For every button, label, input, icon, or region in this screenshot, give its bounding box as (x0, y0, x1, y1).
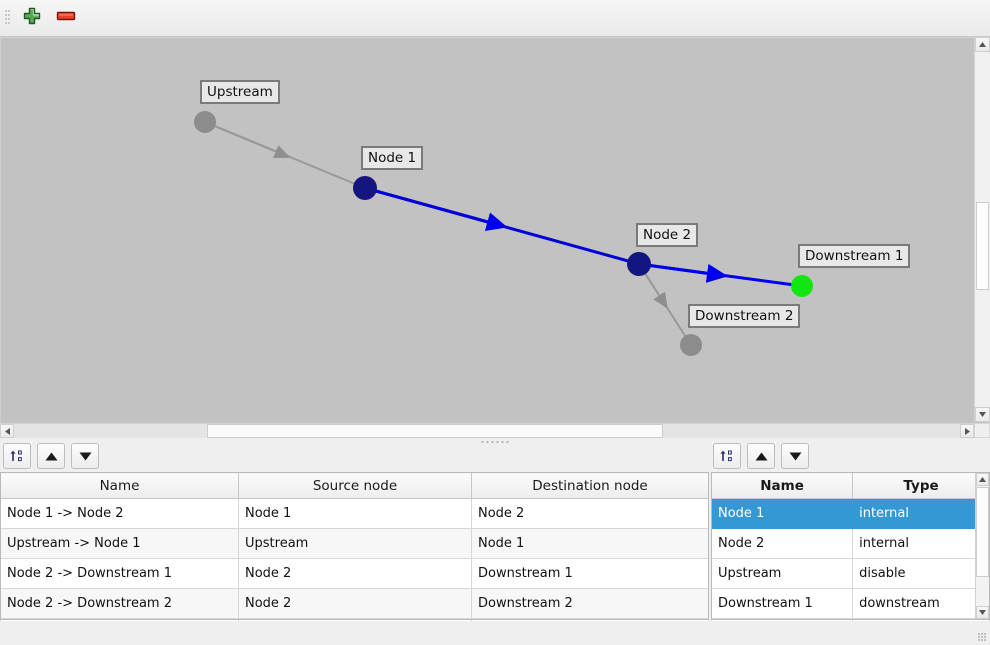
sort-icon (720, 450, 732, 462)
canvas-horizontal-scroll-thumb[interactable] (207, 424, 663, 438)
node-label-upstream[interactable]: Upstream (200, 80, 280, 104)
nodes-table[interactable]: Name Type Node 1 internal Node 2 interna… (710, 472, 990, 634)
nodes-sort-button[interactable] (713, 443, 741, 469)
node-label-node2[interactable]: Node 2 (636, 223, 699, 247)
canvas-vertical-scrollbar[interactable] (974, 37, 990, 422)
edges-table-header-row: Name Source node Destination node (0, 472, 709, 499)
edge-destination: Downstream 1 (471, 558, 709, 589)
nodes-table-header-row: Name Type (710, 472, 990, 499)
scroll-down-button[interactable] (975, 407, 990, 422)
node-name: Downstream 1 (710, 588, 854, 619)
node-label-downstream2[interactable]: Downstream 2 (688, 304, 801, 328)
graph-edges (204, 121, 803, 346)
edges-toolbar (3, 443, 99, 469)
splitter-handle[interactable] (0, 438, 990, 445)
edges-column-source[interactable]: Source node (238, 472, 472, 499)
resize-grip-icon[interactable] (978, 633, 987, 642)
node-name: Node 1 (710, 498, 854, 529)
edge-name: Node 2 -> Downstream 2 (0, 588, 239, 619)
node-upstream (194, 111, 216, 133)
splitter-grip (481, 441, 509, 443)
edge-source: Node 2 (238, 558, 472, 589)
graph-svg (194, 111, 813, 356)
nodes-column-name[interactable]: Name (710, 472, 854, 499)
node-type: internal (852, 498, 990, 529)
caret-left-icon (4, 427, 10, 435)
nodes-table-panel: Name Type Node 1 internal Node 2 interna… (710, 472, 990, 634)
scroll-left-button[interactable] (0, 424, 14, 438)
scroll-right-button[interactable] (960, 424, 974, 438)
scroll-down-button[interactable] (976, 606, 989, 619)
status-bar (0, 621, 990, 645)
edge-destination: Node 2 (471, 498, 709, 529)
caret-down-icon (979, 610, 986, 615)
edges-move-up-button[interactable] (37, 443, 65, 469)
canvas-vertical-scroll-thumb[interactable] (976, 202, 989, 290)
node-node1 (353, 176, 377, 200)
edge-upstream-node1-arrow (204, 121, 291, 158)
scroll-up-button[interactable] (976, 473, 989, 486)
minus-icon (55, 6, 77, 30)
arrow-up-icon (45, 452, 57, 460)
nodes-move-up-button[interactable] (747, 443, 775, 469)
scroll-up-button[interactable] (975, 37, 990, 52)
edge-name: Node 2 -> Downstream 1 (0, 558, 239, 589)
table-row[interactable]: Downstream 1 downstream (710, 588, 990, 619)
node-downstream1 (791, 275, 813, 297)
node-downstream2 (680, 334, 702, 356)
node-label-node1[interactable]: Node 1 (361, 146, 424, 170)
graph-canvas[interactable]: Upstream Node 1 Node 2 Downstream 1 Down… (0, 37, 990, 437)
sort-icon (10, 450, 22, 462)
table-row[interactable]: Node 2 internal (710, 528, 990, 559)
edge-node2-downstream1-arrow (638, 262, 728, 283)
add-button[interactable] (17, 3, 47, 33)
canvas-horizontal-scrollbar[interactable] (0, 423, 990, 438)
node-type: downstream (852, 588, 990, 619)
nodes-move-down-button[interactable] (781, 443, 809, 469)
nodes-toolbar (713, 443, 809, 469)
node-type: disable (852, 558, 990, 589)
table-row[interactable]: Node 1 internal (710, 498, 990, 529)
table-row[interactable]: Node 2 -> Downstream 2 Node 2 Downstream… (0, 588, 709, 619)
edge-source: Node 1 (238, 498, 472, 529)
arrow-up-icon (755, 452, 767, 460)
remove-button[interactable] (51, 3, 81, 33)
table-row[interactable]: Node 2 -> Downstream 1 Node 2 Downstream… (0, 558, 709, 589)
edges-column-destination[interactable]: Destination node (471, 472, 709, 499)
edges-table-panel: Name Source node Destination node Node 1… (0, 472, 709, 634)
toolbar-drag-handle[interactable] (3, 8, 13, 28)
edges-table[interactable]: Name Source node Destination node Node 1… (0, 472, 709, 634)
table-row[interactable]: Upstream -> Node 1 Upstream Node 1 (0, 528, 709, 559)
scrollbar-corner (974, 423, 990, 438)
edges-move-down-button[interactable] (71, 443, 99, 469)
caret-right-icon (964, 427, 970, 435)
table-row[interactable]: Upstream disable (710, 558, 990, 589)
nodes-column-type[interactable]: Type (852, 472, 990, 499)
node-name: Node 2 (710, 528, 854, 559)
nodes-table-scrollbar[interactable] (975, 472, 990, 620)
edge-node1-node2-arrow (364, 186, 508, 232)
caret-down-icon (979, 412, 986, 417)
node-label-downstream1[interactable]: Downstream 1 (798, 244, 911, 268)
node-node2 (627, 252, 651, 276)
edge-destination: Node 1 (471, 528, 709, 559)
node-type: internal (852, 528, 990, 559)
graph-nodes (194, 111, 813, 356)
caret-up-icon (979, 42, 986, 47)
edge-name: Upstream -> Node 1 (0, 528, 239, 559)
plus-icon (22, 6, 42, 30)
main-toolbar (0, 0, 990, 37)
node-name: Upstream (710, 558, 854, 589)
edge-source: Node 2 (238, 588, 472, 619)
arrow-down-icon (789, 452, 801, 460)
nodes-table-scroll-thumb[interactable] (976, 487, 989, 577)
caret-up-icon (979, 477, 986, 482)
edges-sort-button[interactable] (3, 443, 31, 469)
edge-name: Node 1 -> Node 2 (0, 498, 239, 529)
edge-source: Upstream (238, 528, 472, 559)
arrow-down-icon (79, 452, 91, 460)
edges-column-name[interactable]: Name (0, 472, 239, 499)
edge-destination: Downstream 2 (471, 588, 709, 619)
table-row[interactable]: Node 1 -> Node 2 Node 1 Node 2 (0, 498, 709, 529)
